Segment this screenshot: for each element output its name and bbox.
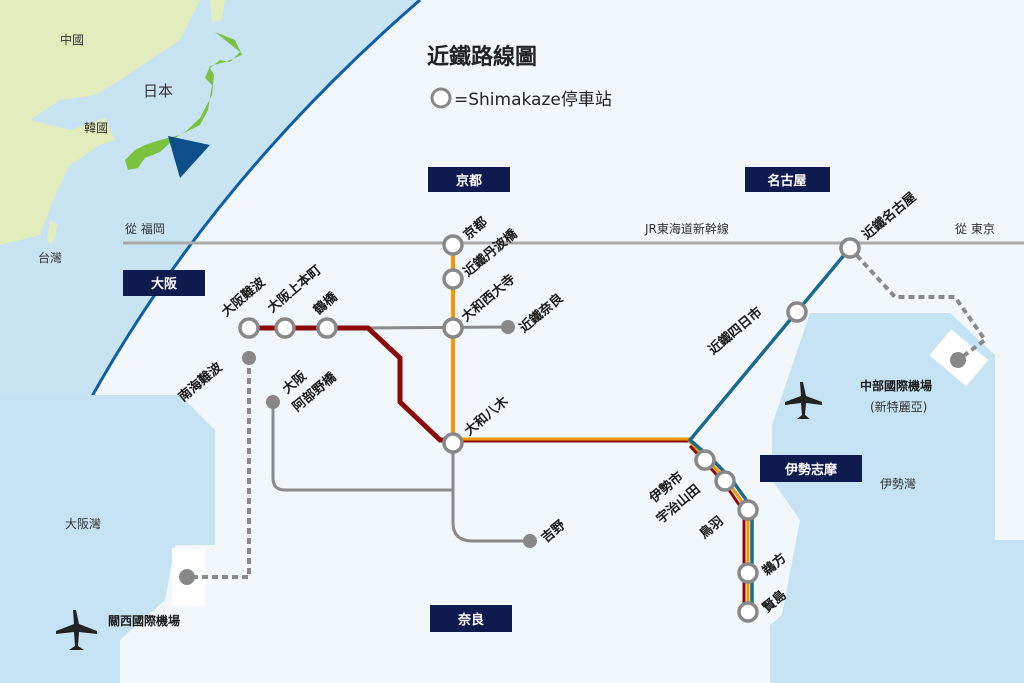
station-osaka-uehommachi[interactable] (274, 317, 296, 339)
mainland-asia (0, 0, 200, 245)
station-toba[interactable] (737, 499, 759, 521)
region-ise-shima: 伊勢志摩 (760, 455, 862, 482)
taiwan-land (47, 220, 58, 245)
nagoya-line (687, 246, 852, 612)
minami-osaka-line (271, 402, 453, 492)
label-kansai-airport: 關西國際機場 (108, 613, 180, 628)
nankai-airport-line (187, 358, 251, 579)
station-kintetsu-yokkaichi[interactable] (786, 301, 808, 323)
label-china: 中國 (60, 32, 84, 47)
legend-circle-icon (430, 87, 452, 109)
legend-text: =Shimakaze停車站 (454, 90, 612, 110)
station-kyoto[interactable] (442, 234, 464, 256)
kansai-airplane-icon (56, 610, 97, 650)
label-ise-bay: 伊勢灣 (880, 476, 916, 491)
yoshino-line (451, 443, 530, 543)
region-kyoto: 京都 (428, 167, 510, 192)
station-nankai-namba[interactable] (242, 351, 256, 365)
label-korea: 韓國 (84, 121, 108, 135)
kansai-highlight (168, 136, 210, 178)
station-yamato-yagi[interactable] (442, 432, 464, 454)
label-from-tokyo: 從 東京 (955, 222, 995, 236)
orange-line-to-ise (453, 437, 704, 457)
region-osaka: 大阪 (123, 270, 205, 296)
station-kintetsu-nagoya[interactable] (839, 237, 861, 259)
station-yamato-saidaiji[interactable] (442, 317, 464, 339)
label-osaka-bay: 大阪灣 (65, 517, 101, 531)
station-osaka-abenobashi[interactable] (266, 395, 280, 409)
ise-bay-water (770, 313, 1024, 683)
nara-line (367, 325, 509, 330)
station-kansai-airport[interactable] (179, 569, 195, 585)
station-iseshi[interactable] (694, 449, 716, 471)
meitetsu-airport-line (848, 246, 988, 362)
other-stations (179, 320, 966, 585)
station-chubu-airport[interactable] (950, 352, 966, 368)
chubu-airplane-icon (785, 382, 822, 419)
region-nagoya: 名古屋 (745, 167, 830, 192)
station-tambabashi[interactable] (442, 268, 464, 290)
japan-land (125, 32, 242, 170)
region-ise-shima-label: 伊勢志摩 (784, 462, 838, 478)
region-nara: 奈良 (430, 605, 512, 632)
station-yoshino[interactable] (523, 534, 537, 548)
region-osaka-label: 大阪 (151, 276, 178, 292)
region-nara-label: 奈良 (457, 612, 484, 628)
region-kyoto-label: 京都 (456, 173, 482, 189)
station-osaka-namba[interactable] (238, 317, 260, 339)
station-kintetsu-nara[interactable] (501, 320, 515, 334)
station-tsuruhashi[interactable] (316, 317, 338, 339)
label-japan: 日本 (143, 82, 173, 100)
osaka-bay-water (0, 395, 215, 683)
station-ujiyamada[interactable] (714, 470, 736, 492)
sakhalin (210, 0, 225, 22)
region-nagoya-label: 名古屋 (767, 173, 806, 189)
label-jr-line: JR東海道新幹線 (644, 221, 729, 236)
label-taiwan: 台灣 (38, 250, 62, 265)
label-chubu-airport: 中部國際機場 (860, 378, 932, 393)
station-kashikojima[interactable] (737, 601, 759, 623)
shimakaze-stations (238, 234, 861, 623)
map-title: 近鐵路線圖 (427, 44, 537, 70)
label-from-fukuoka: 從 福岡 (125, 221, 165, 236)
label-chubu-airport-sub: (新特麗亞) (870, 399, 927, 414)
station-ugata[interactable] (737, 562, 759, 584)
